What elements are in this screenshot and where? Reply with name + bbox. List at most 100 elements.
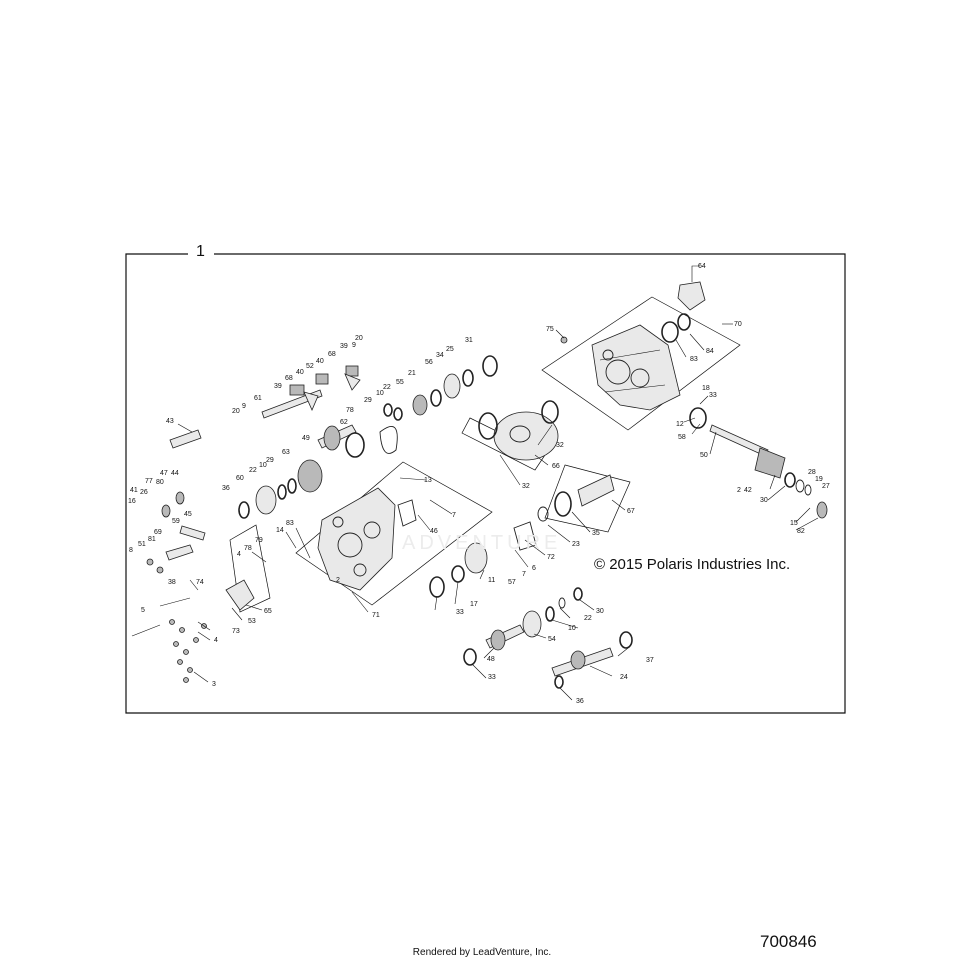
callout-75: 75 <box>546 326 554 333</box>
input-shaft <box>537 474 615 522</box>
large-gear <box>478 400 559 461</box>
callout-70: 70 <box>734 321 742 328</box>
callout-39: 39 <box>340 343 348 350</box>
bolt-cluster <box>131 597 207 683</box>
shift-shaft <box>169 429 202 449</box>
callout-65: 65 <box>264 608 272 615</box>
callout-66: 66 <box>552 463 560 470</box>
callout-10: 10 <box>259 462 267 469</box>
callout-40: 40 <box>296 369 304 376</box>
gear-stack-left <box>238 459 323 519</box>
callout-52: 52 <box>306 363 314 370</box>
callout-22: 22 <box>383 384 391 391</box>
callout-30: 30 <box>760 497 768 504</box>
callout-7: 7 <box>522 571 526 578</box>
callout-45: 45 <box>184 511 192 518</box>
callout-49: 49 <box>302 435 310 442</box>
callout-39: 39 <box>274 383 282 390</box>
callout-25: 25 <box>446 346 454 353</box>
callout-51: 51 <box>138 541 146 548</box>
callout-81: 81 <box>148 536 156 543</box>
callout-21: 21 <box>408 370 416 377</box>
drawing-number: 700846 <box>760 932 817 951</box>
callout-42: 42 <box>744 487 752 494</box>
callout-44: 44 <box>171 470 179 477</box>
transmission-case-right <box>591 324 681 411</box>
callout-11: 11 <box>488 577 495 584</box>
callout-27: 27 <box>822 483 830 490</box>
callout-12: 12 <box>676 421 684 428</box>
callout-34: 34 <box>436 352 444 359</box>
callout-82: 82 <box>797 528 805 535</box>
callout-58: 58 <box>678 434 686 441</box>
callout-83: 83 <box>286 520 294 527</box>
callout-80: 80 <box>156 479 164 486</box>
callout-6: 6 <box>532 565 536 572</box>
transmission-case-left <box>317 487 396 591</box>
callout-29: 29 <box>266 457 274 464</box>
callout-32: 32 <box>522 483 530 490</box>
diagram-frame <box>125 253 846 714</box>
callout-83: 83 <box>690 356 698 363</box>
callout-68: 68 <box>328 351 336 358</box>
callout-4: 4 <box>237 551 241 558</box>
callout-57: 57 <box>508 579 516 586</box>
callout-33: 33 <box>488 674 496 681</box>
callout-69: 69 <box>154 529 162 536</box>
callout-33: 33 <box>456 609 464 616</box>
callout-47: 47 <box>160 470 168 477</box>
callout-16: 16 <box>128 498 136 505</box>
rendered-by-credit: Rendered by LeadVenture, Inc. <box>412 947 552 958</box>
callout-63: 63 <box>282 449 290 456</box>
callout-54: 54 <box>548 636 556 643</box>
bracket-part <box>677 281 706 311</box>
callout-32: 32 <box>556 442 564 449</box>
callout-79: 79 <box>255 537 263 544</box>
callout-50: 50 <box>700 452 708 459</box>
callout-14: 14 <box>276 527 284 534</box>
leader-lines <box>177 265 819 701</box>
copyright-notice: © 2015 Polaris Industries Inc. <box>594 556 791 573</box>
callout-59: 59 <box>172 518 180 525</box>
callout-22: 22 <box>249 467 257 474</box>
callout-37: 37 <box>646 657 654 664</box>
callout-20: 20 <box>232 408 240 415</box>
callout-64: 64 <box>698 263 706 270</box>
callout-31: 31 <box>465 337 473 344</box>
callout-60: 60 <box>236 475 244 482</box>
callout-2: 2 <box>336 577 340 584</box>
callout-9: 9 <box>242 403 246 410</box>
assembly-number: 1 <box>196 243 205 260</box>
callout-30: 30 <box>596 608 604 615</box>
callout-78: 78 <box>244 545 252 552</box>
callout-15: 15 <box>790 520 798 527</box>
callout-5: 5 <box>141 607 145 614</box>
callout-28: 28 <box>808 469 816 476</box>
callout-13: 13 <box>424 477 432 484</box>
callout-40: 40 <box>316 358 324 365</box>
callout-24: 24 <box>620 674 628 681</box>
callout-77: 77 <box>145 478 153 485</box>
callout-4: 4 <box>214 637 218 644</box>
callout-18: 18 <box>702 385 710 392</box>
callout-8: 8 <box>129 547 133 554</box>
shift-fork-cluster <box>261 365 361 419</box>
callout-67: 67 <box>627 508 635 515</box>
callout-29: 29 <box>364 397 372 404</box>
callout-22: 22 <box>584 615 592 622</box>
lower-gear-train <box>429 542 633 689</box>
callout-53: 53 <box>248 618 256 625</box>
callout-48: 48 <box>487 656 495 663</box>
callout-84: 84 <box>706 348 714 355</box>
callout-36: 36 <box>222 485 230 492</box>
callout-3: 3 <box>212 681 216 688</box>
callout-74: 74 <box>196 579 204 586</box>
gear-stack-upper <box>383 355 498 421</box>
callout-7: 7 <box>452 512 456 519</box>
callout-68: 68 <box>285 375 293 382</box>
callout-35: 35 <box>592 530 600 537</box>
seal-rings-right <box>560 313 707 429</box>
callout-38: 38 <box>168 579 176 586</box>
callout-33: 33 <box>709 392 717 399</box>
